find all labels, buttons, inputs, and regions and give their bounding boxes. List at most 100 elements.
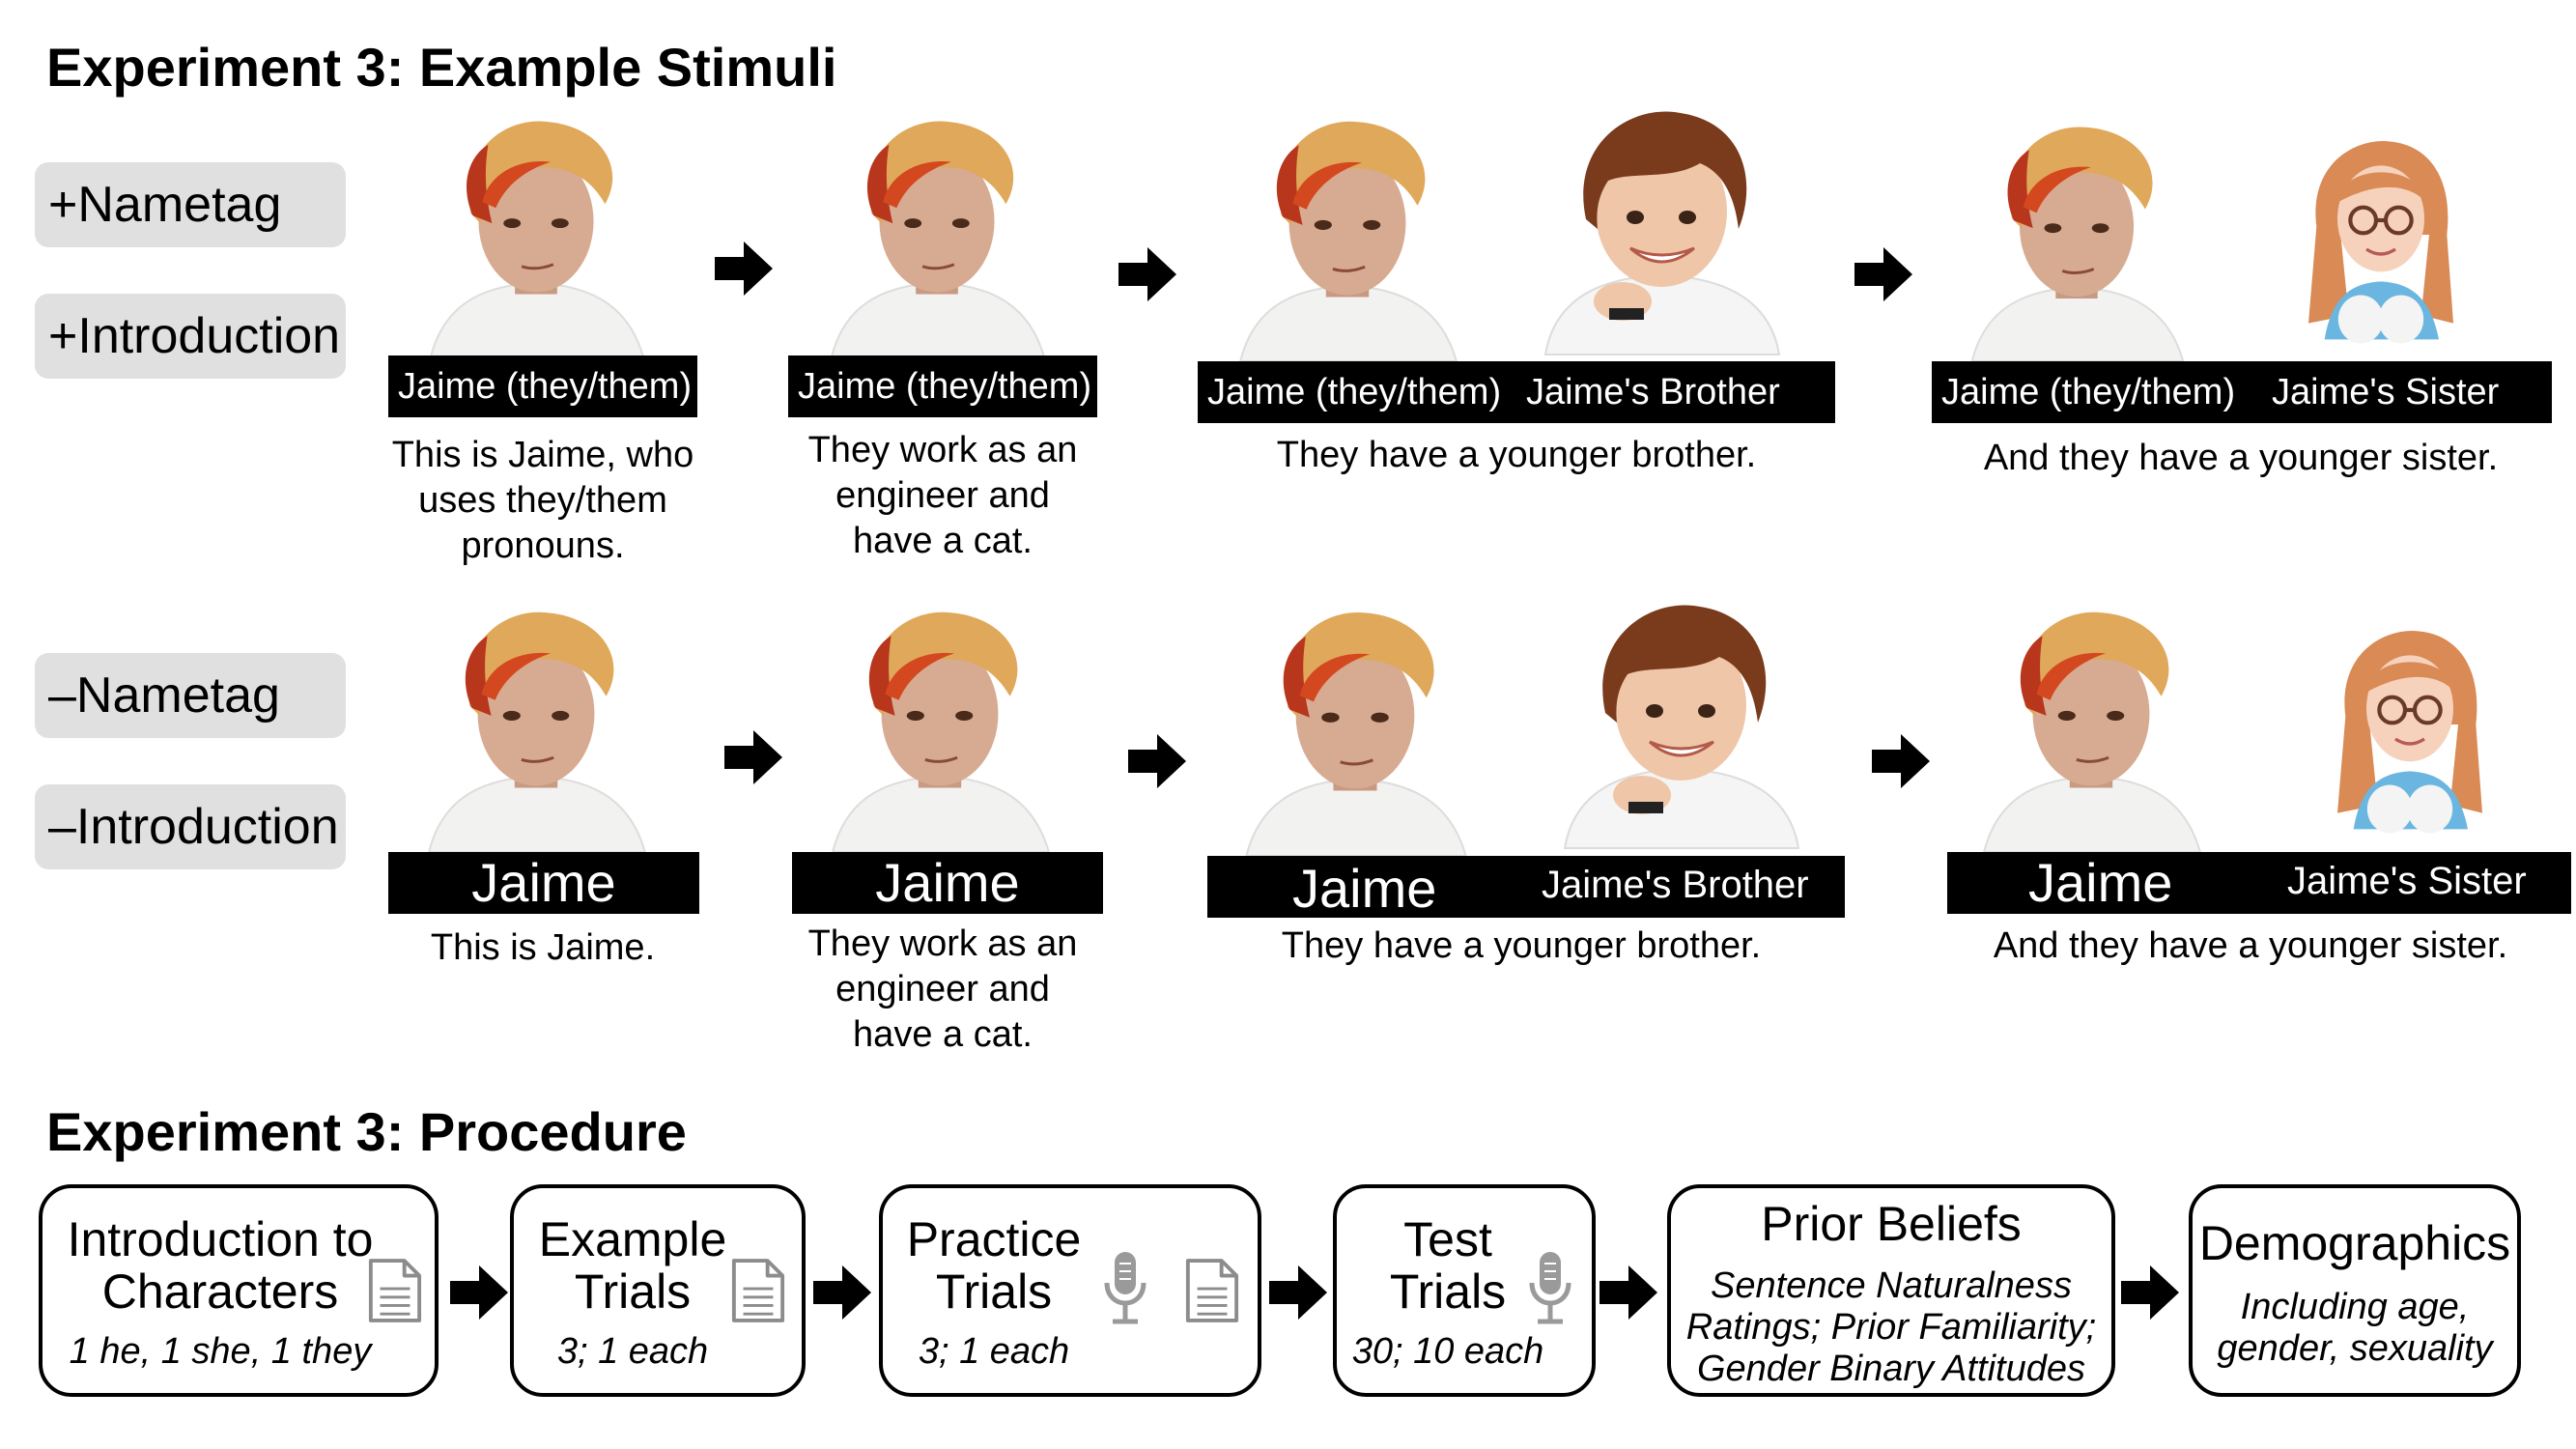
step-title: Prior Beliefs xyxy=(1761,1197,2022,1251)
procedure-step-practice-trials: Practice Trials 3; 1 each xyxy=(879,1184,1261,1397)
step-title: Example Trials xyxy=(514,1213,751,1318)
step-title-line: Characters xyxy=(101,1264,339,1319)
nametag-bar: Jaime xyxy=(792,852,1103,914)
condition-label-minus-introduction: –Introduction xyxy=(35,784,346,869)
nametag-label: Jaime xyxy=(2028,852,2173,913)
procedure-step-example-trials: Example Trials 3; 1 each xyxy=(510,1184,806,1397)
arrow-icon xyxy=(813,1265,871,1320)
jaime-portrait xyxy=(1205,599,1505,856)
jaime-portrait xyxy=(386,108,686,357)
brother-caption: They have a younger brother. xyxy=(1276,435,1757,475)
nametag-bar: Jaime (they/them) Jaime's Brother xyxy=(1198,361,1835,423)
step-detail-line: Including age, xyxy=(2240,1287,2470,1327)
brother-caption: They have a younger brother. xyxy=(1281,925,1762,966)
step-title-line: Trials xyxy=(1389,1264,1507,1319)
condition-label-plus-introduction: +Introduction xyxy=(35,294,346,379)
caption-line: uses they/them xyxy=(418,480,667,521)
caption-line: have a cat. xyxy=(853,521,1033,561)
brother-portrait xyxy=(1536,589,1826,856)
nametag-label: Jaime xyxy=(1292,858,1437,919)
nametag-label: Jaime (they/them) xyxy=(798,366,1092,407)
step-title-line: Example xyxy=(538,1212,727,1266)
sister-caption: And they have a younger sister. xyxy=(1983,438,2499,478)
arrow-icon xyxy=(715,242,773,296)
step-title: Demographics xyxy=(2198,1216,2511,1270)
stimuli-section-title: Experiment 3: Example Stimuli xyxy=(46,37,837,98)
jaime-portrait xyxy=(386,599,686,852)
caption-line: engineer and xyxy=(835,969,1050,1009)
condition-label-minus-nametag: –Nametag xyxy=(35,653,346,738)
procedure-step-prior-beliefs: Prior Beliefs Sentence Naturalness Ratin… xyxy=(1667,1184,2115,1397)
step-detail: 3; 1 each xyxy=(918,1331,1070,1372)
sister-portrait xyxy=(2289,597,2531,852)
procedure-step-introduction: Introduction to Characters 1 he, 1 she, … xyxy=(39,1184,439,1397)
intro-caption: This is Jaime, who uses they/them pronou… xyxy=(359,433,726,569)
caption-line: They work as an xyxy=(807,430,1078,470)
sister-nametag-label: Jaime's Sister xyxy=(2272,372,2500,412)
step-detail: Sentence Naturalness Ratings; Prior Fami… xyxy=(1671,1265,2111,1390)
step-title: Practice Trials xyxy=(883,1213,1105,1318)
nametag-label: Jaime (they/them) xyxy=(398,366,693,407)
nametag-bar: Jaime (they/them) xyxy=(388,355,697,417)
arrow-icon xyxy=(1128,734,1186,788)
step-detail: 3; 1 each xyxy=(556,1331,709,1372)
step-detail-line: Sentence Naturalness xyxy=(1711,1265,2072,1306)
nametag-bar: Jaime (they/them) xyxy=(788,355,1097,417)
nametag-label: Jaime (they/them) xyxy=(1207,372,1502,412)
jaime-portrait xyxy=(787,108,1087,357)
nametag-label: Jaime (they/them) xyxy=(1941,372,2236,412)
step-title: Introduction to Characters xyxy=(56,1213,384,1318)
nametag-bar: Jaime xyxy=(388,852,699,914)
procedure-step-demographics: Demographics Including age, gender, sexu… xyxy=(2189,1184,2521,1397)
caption-line: They work as an xyxy=(807,923,1078,964)
caption-line: This is Jaime, who xyxy=(391,435,694,475)
arrow-icon xyxy=(1269,1265,1327,1320)
procedure-section-title: Experiment 3: Procedure xyxy=(46,1101,687,1162)
microphone-icon xyxy=(1101,1250,1149,1327)
arrow-icon xyxy=(1118,247,1176,301)
nametag-bar: Jaime Jaime's Brother xyxy=(1207,856,1845,919)
document-icon xyxy=(367,1256,423,1325)
document-icon xyxy=(730,1256,786,1325)
procedure-step-test-trials: Test Trials 30; 10 each xyxy=(1333,1184,1596,1397)
step-title-line: Trials xyxy=(935,1264,1053,1319)
brother-portrait xyxy=(1516,97,1806,361)
step-title: Test Trials xyxy=(1337,1213,1559,1318)
nametag-label: Jaime xyxy=(471,852,616,913)
sister-portrait xyxy=(2260,108,2502,361)
sister-nametag-label: Jaime's Sister xyxy=(2287,860,2527,902)
arrow-icon xyxy=(724,730,782,784)
arrow-icon xyxy=(1872,734,1930,788)
condition-label-plus-nametag: +Nametag xyxy=(35,162,346,247)
jaime-portrait xyxy=(1927,114,2226,361)
job-caption: They work as an engineer and have a cat. xyxy=(759,922,1126,1058)
nametag-bar: Jaime (they/them) Jaime's Sister xyxy=(1932,361,2552,423)
step-title-line: Test xyxy=(1403,1212,1492,1266)
step-detail: 30; 10 each xyxy=(1351,1331,1544,1372)
arrow-icon xyxy=(2121,1265,2179,1320)
microphone-icon xyxy=(1526,1250,1574,1327)
caption-line: pronouns. xyxy=(461,526,625,566)
arrow-icon xyxy=(1854,247,1912,301)
brother-nametag-label: Jaime's Brother xyxy=(1542,864,1809,906)
arrow-icon xyxy=(1599,1265,1657,1320)
jaime-portrait xyxy=(790,599,1090,852)
document-icon xyxy=(1184,1256,1240,1325)
step-title-line: Practice xyxy=(906,1212,1082,1266)
step-detail: 1 he, 1 she, 1 they xyxy=(69,1331,372,1372)
step-title-line: Introduction to xyxy=(67,1212,374,1266)
step-detail-line: gender, sexuality xyxy=(2217,1328,2493,1369)
sister-caption: And they have a younger sister. xyxy=(1993,925,2508,966)
nametag-label: Jaime xyxy=(875,852,1020,913)
intro-caption: This is Jaime. xyxy=(430,927,656,968)
jaime-portrait xyxy=(1941,599,2241,852)
caption-line: engineer and xyxy=(835,475,1050,516)
brother-nametag-label: Jaime's Brother xyxy=(1526,372,1780,412)
arrow-icon xyxy=(450,1265,508,1320)
step-detail-line: Ratings; Prior Familiarity; xyxy=(1685,1307,2097,1348)
job-caption: They work as an engineer and have a cat. xyxy=(759,428,1126,564)
nametag-bar: Jaime Jaime's Sister xyxy=(1947,852,2571,914)
caption-line: have a cat. xyxy=(853,1014,1033,1055)
jaime-portrait xyxy=(1198,108,1497,361)
step-detail-line: Gender Binary Attitudes xyxy=(1696,1349,2086,1389)
